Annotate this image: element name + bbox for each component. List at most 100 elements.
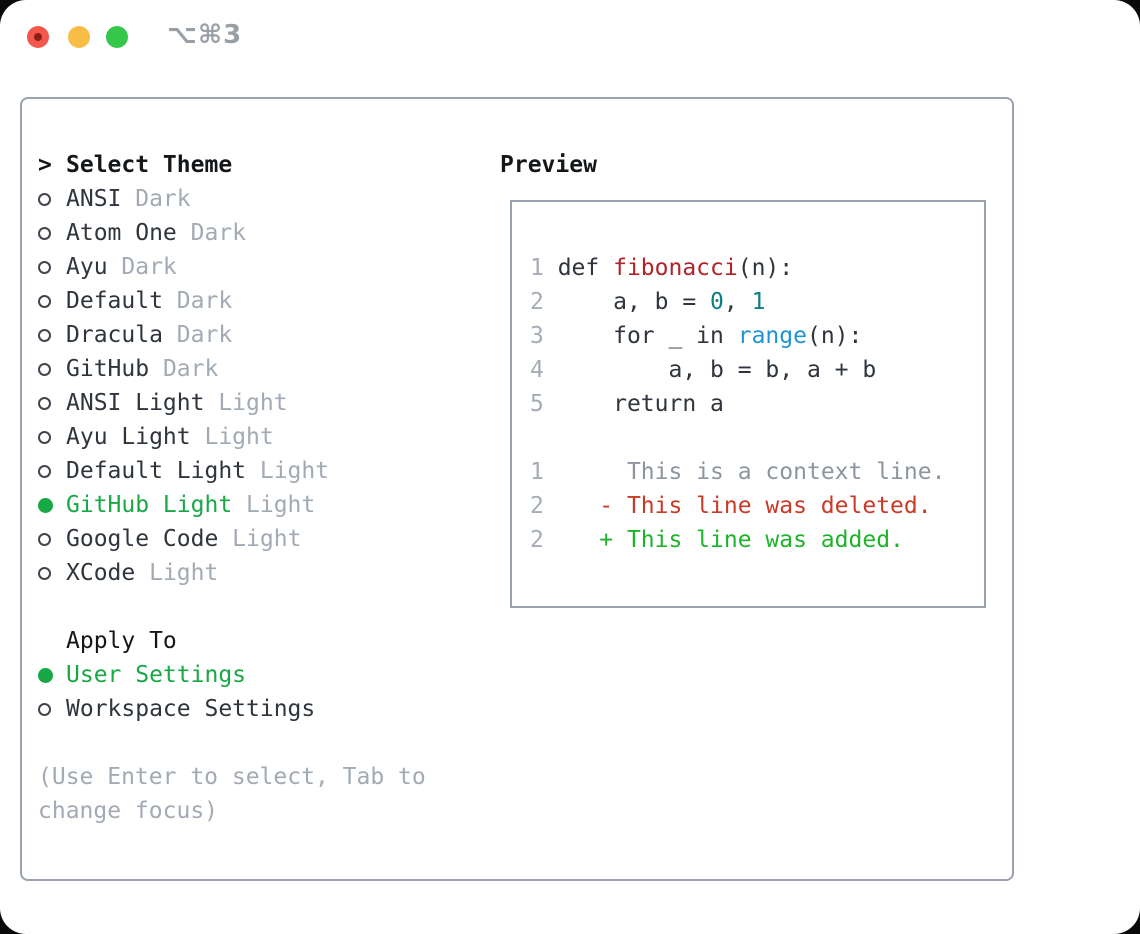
radio-icon (38, 566, 51, 580)
theme-item-ayu[interactable]: Ayu Dark (38, 250, 498, 284)
radio-icon (38, 702, 51, 716)
preview-title: Preview (500, 152, 597, 178)
radio-icon (38, 294, 51, 308)
item-variant-label: Light (232, 492, 316, 518)
theme-item-ayu-light[interactable]: Ayu Light Light (38, 420, 498, 454)
select-theme-title: Select Theme (66, 152, 233, 178)
code-segment: 0 (710, 289, 724, 315)
theme-item-ansi-light[interactable]: ANSI Light Light (38, 386, 498, 420)
radio-selected-icon (38, 667, 53, 683)
apply-to-header: Apply To (38, 624, 498, 658)
apply-to-title: Apply To (66, 628, 177, 654)
radio-marker (38, 430, 66, 444)
radio-marker (38, 362, 66, 376)
item-label: Workspace Settings (66, 696, 316, 722)
item-label: Google Code (66, 526, 219, 552)
theme-item-dracula[interactable]: Dracula Dark (38, 318, 498, 352)
radio-marker (38, 497, 66, 513)
item-label: Default Light (66, 458, 247, 484)
code-segment: 1 (530, 459, 558, 485)
item-label: Ayu (66, 254, 108, 280)
preview-line: 1 def fibonacci(n): (530, 251, 984, 285)
code-segment (558, 527, 600, 553)
code-segment (558, 459, 627, 485)
close-button[interactable] (27, 26, 49, 48)
code-segment: (n): (806, 323, 863, 349)
radio-marker (38, 328, 66, 342)
code-segment: - This line was deleted. (599, 493, 932, 519)
theme-item-default[interactable]: Default Dark (38, 284, 498, 318)
minimize-button[interactable] (68, 26, 90, 48)
radio-marker (38, 702, 66, 716)
radio-marker (38, 294, 66, 308)
item-label: User Settings (66, 662, 247, 688)
item-label: ANSI Light (66, 390, 205, 416)
code-segment: (n): (737, 255, 794, 281)
theme-item-ansi[interactable]: ANSI Dark (38, 182, 498, 216)
apply-option-workspace-settings[interactable]: Workspace Settings (38, 692, 498, 726)
window-title: ⌥⌘3 (167, 20, 243, 50)
radio-marker (38, 667, 66, 683)
preview-line: 2 - This line was deleted. (530, 489, 984, 523)
preview-line: 1 This is a context line. (530, 455, 984, 489)
code-segment: + This line was added. (599, 527, 904, 553)
item-variant-label: Dark (176, 220, 247, 246)
radio-icon (38, 464, 51, 478)
radio-icon (38, 396, 51, 410)
radio-icon (38, 430, 51, 444)
item-label: GitHub Light (66, 492, 233, 518)
radio-icon (38, 192, 51, 206)
theme-item-github[interactable]: GitHub Dark (38, 352, 498, 386)
preview-line (530, 421, 984, 455)
code-segment: 3 (530, 323, 558, 349)
theme-item-default-light[interactable]: Default Light Light (38, 454, 498, 488)
radio-icon (38, 260, 51, 274)
code-segment: 2 (530, 289, 558, 315)
radio-marker (38, 396, 66, 410)
radio-icon (38, 362, 51, 376)
maximize-button[interactable] (106, 26, 128, 48)
radio-selected-icon (38, 497, 53, 513)
radio-marker (38, 226, 66, 240)
apply-option-user-settings[interactable]: User Settings (38, 658, 498, 692)
code-segment: 5 (530, 391, 558, 417)
focus-caret-icon: > (38, 152, 52, 178)
code-segment: fibonacci (613, 255, 738, 281)
code-segment: 1 (530, 255, 558, 281)
preview-line: 2 a, b = 0, 1 (530, 285, 984, 319)
keyboard-hint: (Use Enter to select, Tab to change focu… (38, 764, 426, 824)
code-segment: 2 (530, 527, 558, 553)
code-segment: a, b = (557, 289, 711, 315)
theme-item-xcode[interactable]: XCode Light (38, 556, 498, 590)
preview-header: Preview (500, 148, 597, 182)
code-segment: 2 (530, 493, 558, 519)
preview-line: 5 return a (530, 387, 984, 421)
item-label: ANSI (66, 186, 122, 212)
item-variant-label: Light (246, 458, 330, 484)
radio-icon (38, 532, 51, 546)
preview-line: 2 + This line was added. (530, 523, 984, 557)
theme-item-atom-one[interactable]: Atom One Dark (38, 216, 498, 250)
item-label: Dracula (66, 322, 163, 348)
item-variant-label: Light (204, 390, 288, 416)
item-variant-label: Light (218, 526, 302, 552)
section-gap (38, 590, 498, 624)
code-segment: 1 (751, 289, 766, 315)
theme-item-github-light[interactable]: GitHub Light Light (38, 488, 498, 522)
radio-icon (38, 328, 51, 342)
item-label: GitHub (66, 356, 150, 382)
preview-line: 4 a, b = b, a + b (530, 353, 984, 387)
theme-item-google-code[interactable]: Google Code Light (38, 522, 498, 556)
item-variant-label: Dark (149, 356, 219, 382)
item-label: Ayu Light (66, 424, 191, 450)
code-segment (558, 493, 600, 519)
code-segment: def (557, 255, 614, 281)
item-variant-label: Light (135, 560, 219, 586)
